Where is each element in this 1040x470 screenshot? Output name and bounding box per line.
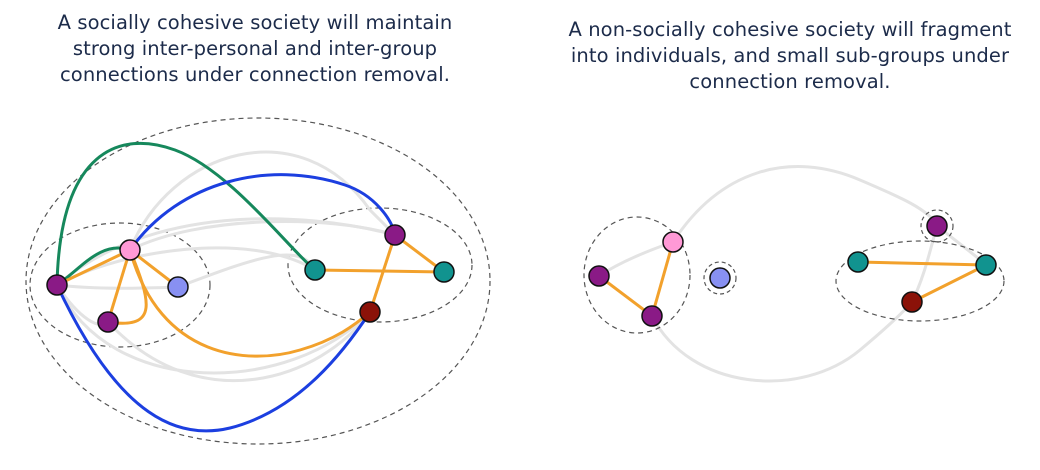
purple-node <box>588 265 610 287</box>
teal-node <box>304 259 326 281</box>
orange-edge <box>650 241 675 317</box>
purple-node <box>46 274 68 296</box>
orange-edge <box>911 263 987 304</box>
orange-edge <box>128 249 371 358</box>
orange-edge <box>106 249 132 323</box>
blue-edge <box>55 284 372 433</box>
orange-edge <box>368 234 397 313</box>
teal-node <box>847 251 869 273</box>
grey-edge <box>106 311 372 383</box>
nodes <box>588 215 997 327</box>
right-subgroup-outline <box>835 240 1005 322</box>
left-caption-line: connections under connection removal. <box>59 63 451 86</box>
red-node <box>359 301 381 323</box>
blue-edge <box>128 173 397 251</box>
lavender-node <box>167 276 189 298</box>
left-group-outline <box>29 222 211 348</box>
fragmented-network <box>583 165 1005 383</box>
purple-node <box>641 305 663 327</box>
society-outline <box>25 117 491 445</box>
orange-edge <box>598 274 653 318</box>
teal-node <box>975 254 997 276</box>
left-caption-line: strong inter-personal and inter-group <box>72 37 438 60</box>
left-caption-line: A socially cohesive society will maintai… <box>57 11 453 34</box>
orange-edge <box>56 248 131 287</box>
right-caption-line: A non-socially cohesive society will fra… <box>568 18 1012 41</box>
green-edge <box>55 142 316 286</box>
purple-node <box>926 215 948 237</box>
cohesive-network <box>25 117 491 445</box>
lavender-node <box>709 267 731 289</box>
orange-edges <box>598 241 987 318</box>
orange-edges <box>56 233 445 358</box>
grey-edge <box>650 301 914 383</box>
orange-edge <box>314 268 445 274</box>
grey-edge <box>598 240 674 278</box>
grey-edge <box>671 165 939 243</box>
purple-node <box>384 224 406 246</box>
left-subgroup-outline <box>583 216 691 334</box>
nodes <box>46 224 455 333</box>
grey-edges <box>598 165 988 383</box>
grey-edge <box>55 284 372 375</box>
pink-node <box>119 239 141 261</box>
purple-node <box>97 311 119 333</box>
right-caption-line: connection removal. <box>689 70 891 93</box>
grey-edge <box>129 220 396 252</box>
left-caption: A socially cohesive society will maintai… <box>20 10 490 88</box>
grey-edge <box>56 217 396 287</box>
orange-edge <box>857 260 987 267</box>
right-caption-line: into individuals, and small sub-groups u… <box>570 44 1010 67</box>
pink-node <box>662 231 684 253</box>
teal-node <box>433 261 455 283</box>
right-caption: A non-socially cohesive society will fra… <box>540 17 1040 95</box>
red-node <box>901 291 923 313</box>
isolated-node-outline <box>703 261 737 295</box>
